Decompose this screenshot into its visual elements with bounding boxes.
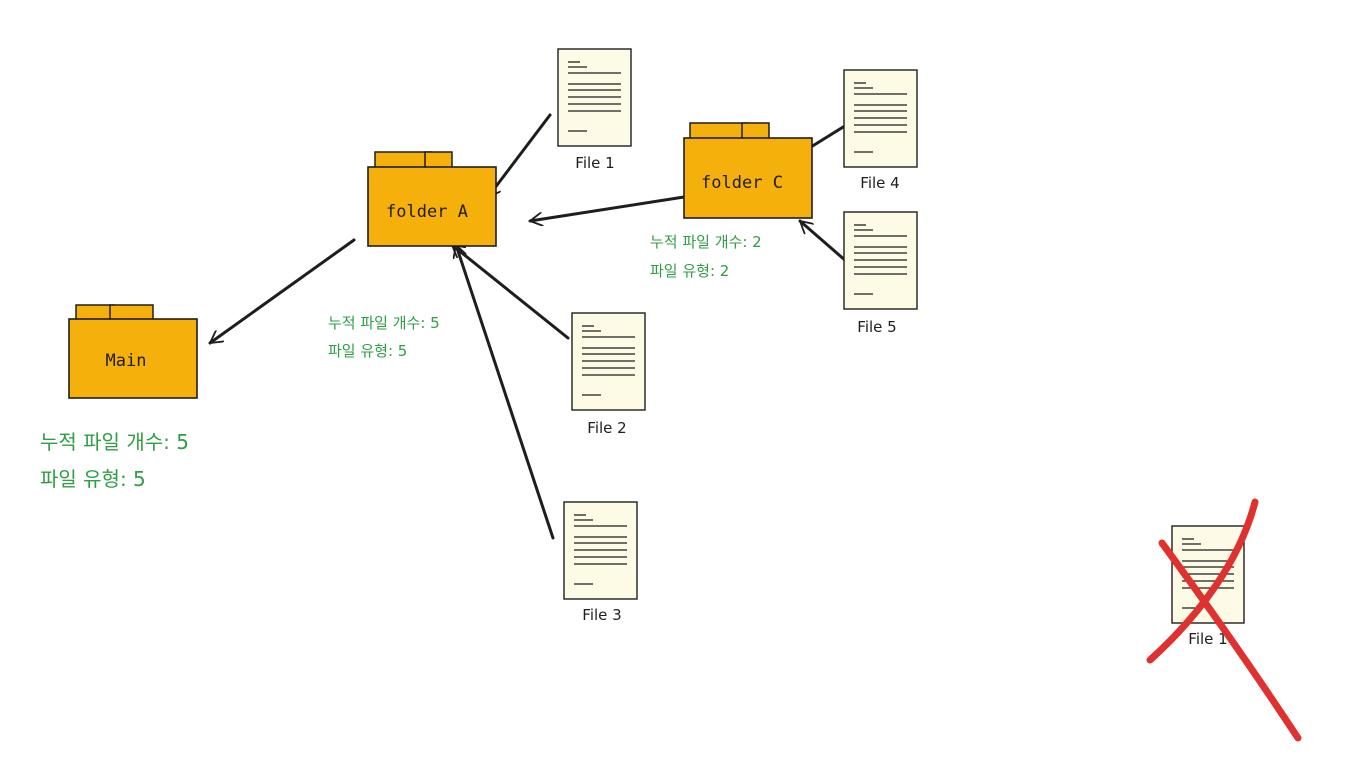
folder-icon	[68, 304, 198, 399]
stats-folder-a: 누적 파일 개수: 5 파일 유형: 5	[328, 314, 440, 360]
file-deleted-label: File 1	[1188, 630, 1227, 648]
file-3[interactable]: File 3	[563, 501, 638, 624]
document-icon	[843, 69, 918, 168]
stats-folder-c-count: 누적 파일 개수: 2	[650, 233, 762, 251]
document-icon	[557, 48, 632, 147]
file-deleted[interactable]: File 1	[1146, 498, 1302, 742]
file-3-label: File 3	[582, 606, 621, 624]
document-icon	[843, 211, 918, 310]
stats-folder-a-count: 누적 파일 개수: 5	[328, 314, 440, 332]
folder-main[interactable]: Main	[68, 304, 198, 399]
folder-c[interactable]: folder C	[683, 122, 813, 219]
red-x-mark-icon	[1146, 498, 1302, 742]
arrow-file1-to-folder-a	[486, 113, 552, 199]
stats-folder-a-type: 파일 유형: 5	[328, 342, 407, 360]
arrow-folder-c-to-folder-a	[528, 195, 686, 221]
file-5-label: File 5	[857, 318, 896, 336]
arrow-file2-to-folder-a	[450, 243, 570, 340]
file-1[interactable]: File 1	[557, 48, 632, 172]
stats-main-count: 누적 파일 개수: 5	[40, 430, 189, 454]
arrows	[208, 113, 850, 540]
folder-icon	[367, 151, 497, 247]
document-icon	[563, 501, 638, 600]
file-2[interactable]: File 2	[571, 312, 646, 437]
arrow-folder-a-to-main	[208, 238, 356, 345]
file-4-label: File 4	[860, 174, 899, 192]
arrow-file5-to-folder-c	[798, 219, 848, 263]
stats-folder-c-type: 파일 유형: 2	[650, 262, 729, 280]
document-icon	[571, 312, 646, 411]
stats-main-type: 파일 유형: 5	[40, 467, 146, 491]
arrow-file3-to-folder-a	[456, 243, 555, 540]
folder-a-label: folder A	[386, 202, 468, 222]
folder-c-label: folder C	[701, 173, 783, 193]
folder-icon	[683, 122, 813, 219]
stats-main: 누적 파일 개수: 5 파일 유형: 5	[40, 430, 189, 491]
stats-folder-c: 누적 파일 개수: 2 파일 유형: 2	[650, 233, 762, 280]
folder-main-label: Main	[106, 351, 147, 371]
file-5[interactable]: File 5	[843, 211, 918, 336]
file-4[interactable]: File 4	[843, 69, 918, 192]
file-1-label: File 1	[575, 154, 614, 172]
file-2-label: File 2	[587, 419, 626, 437]
folder-a[interactable]: folder A	[367, 151, 497, 247]
